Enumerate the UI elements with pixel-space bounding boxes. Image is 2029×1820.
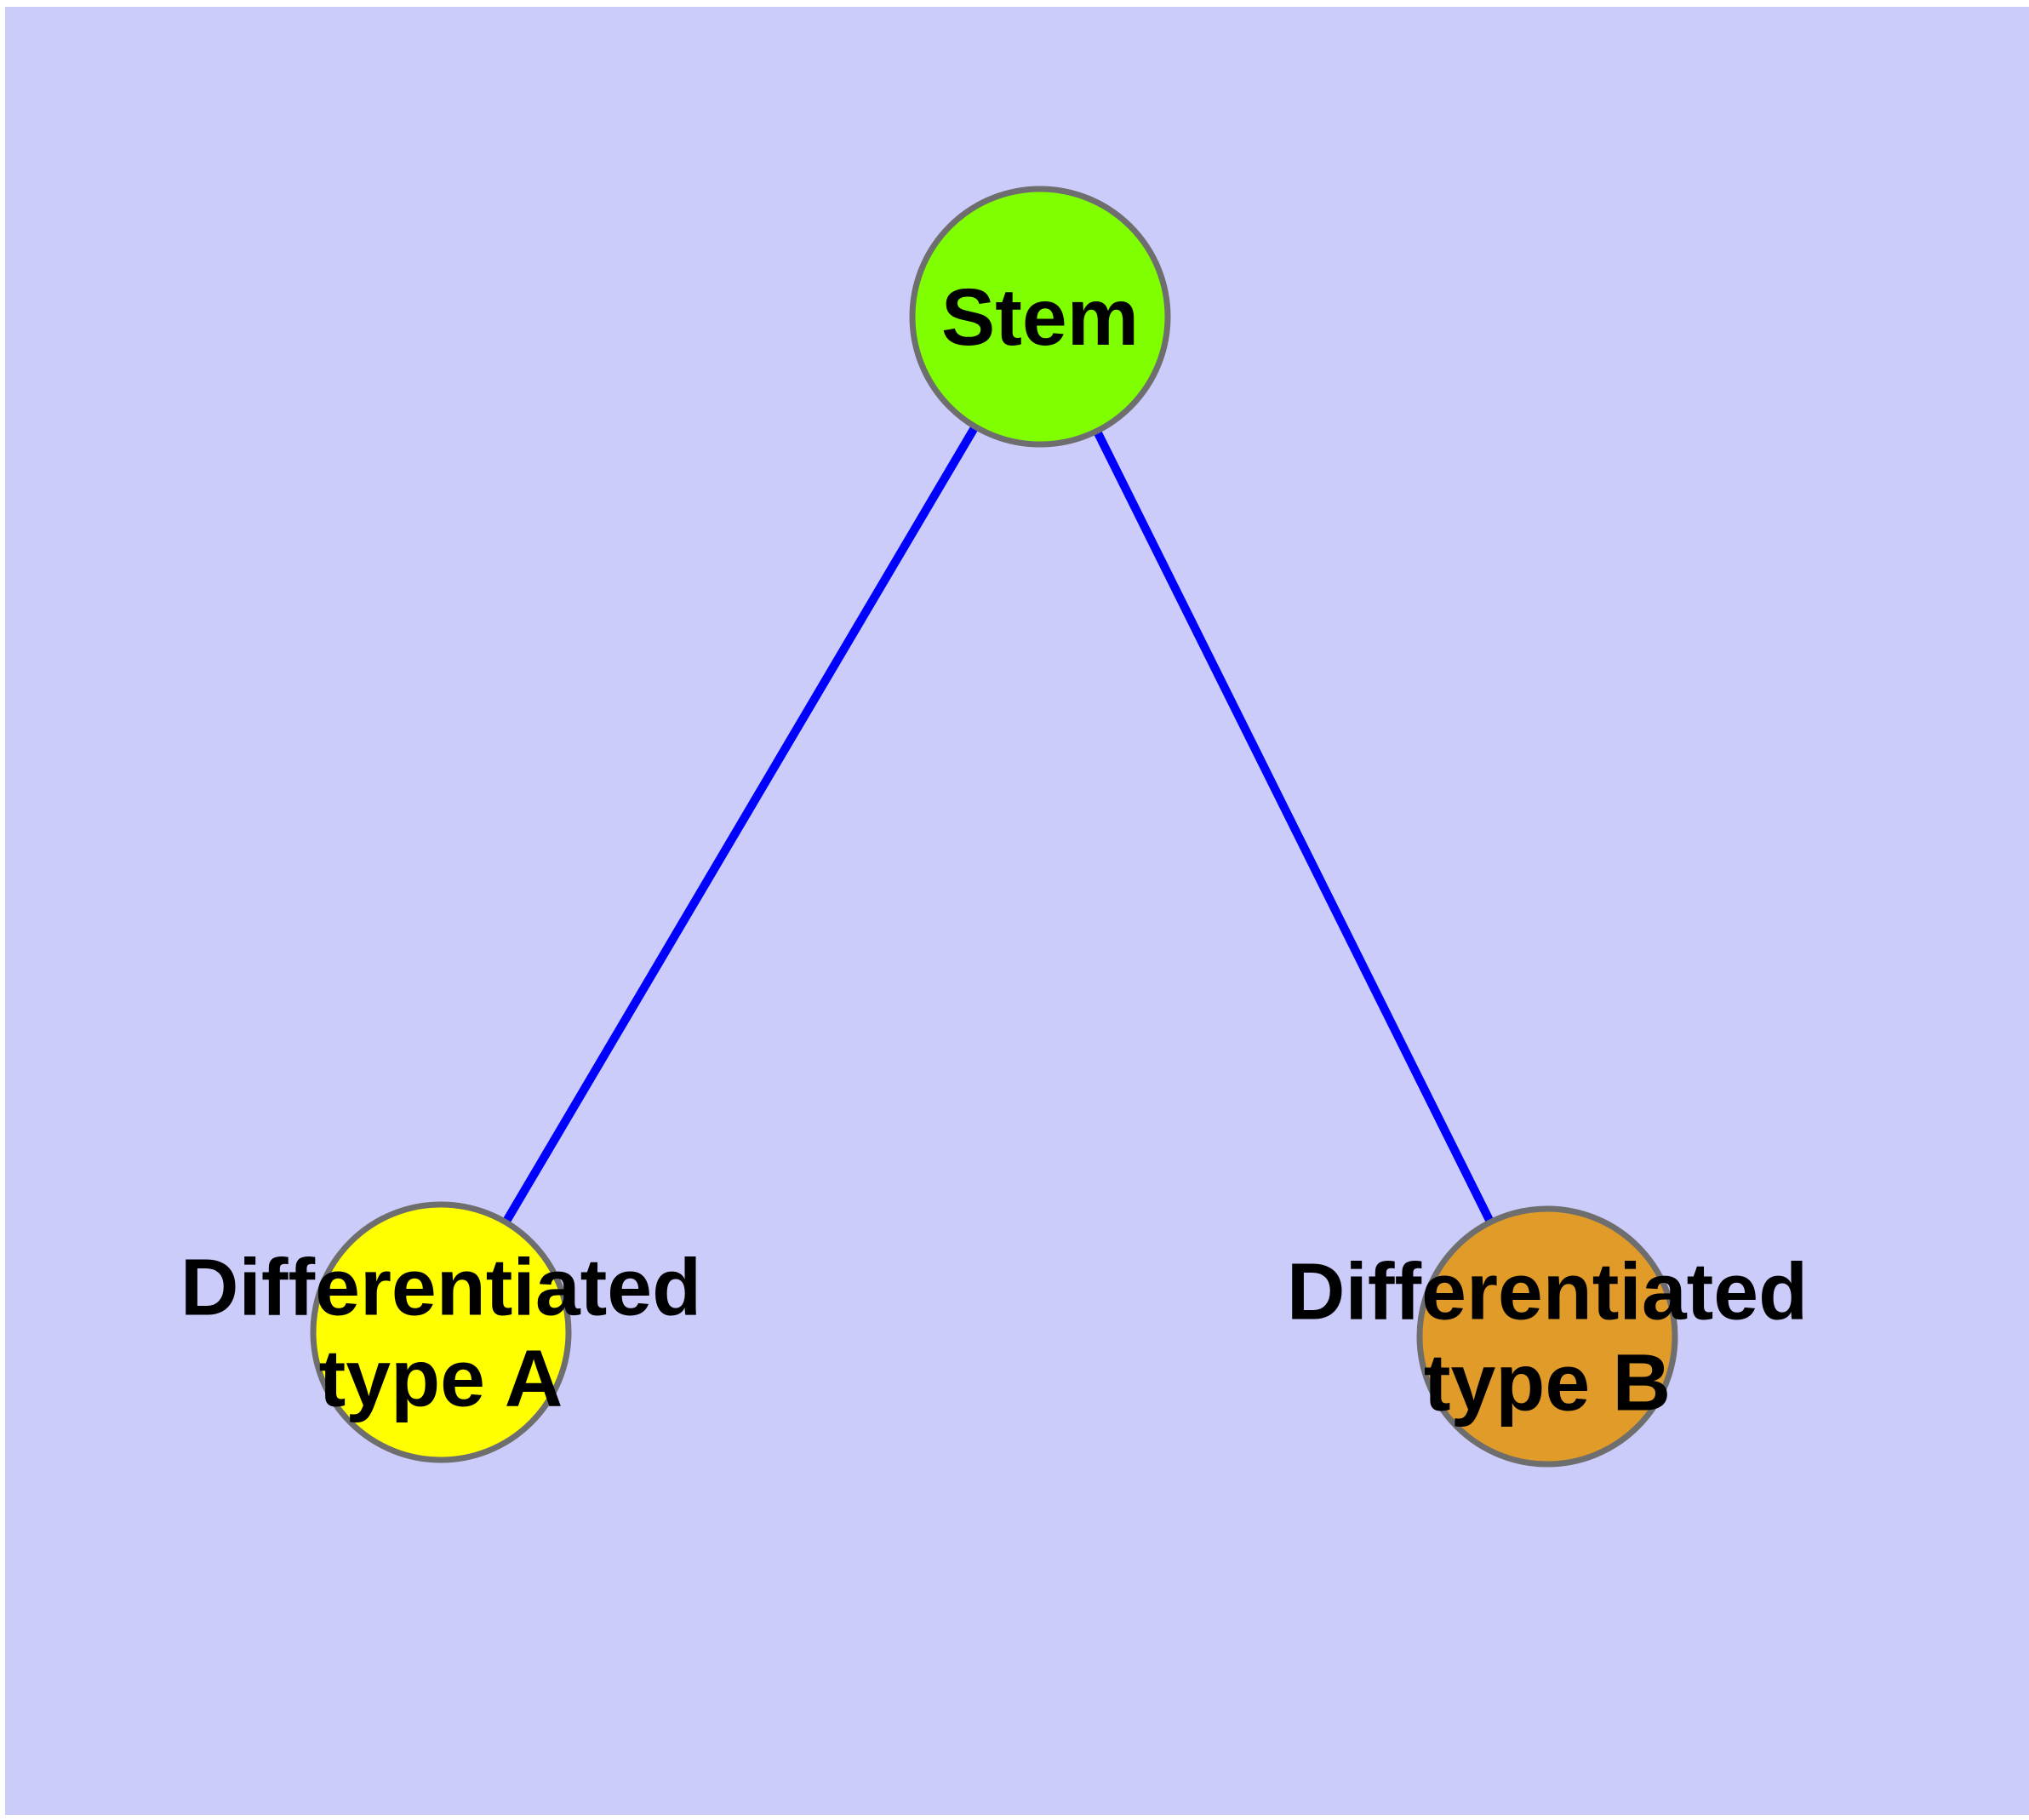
node-circle-differentiated-type-a[interactable] xyxy=(310,1201,572,1463)
node-label-stem: Stem xyxy=(941,272,1139,363)
node-label-differentiated-type-b-line2: type B xyxy=(1424,1338,1671,1428)
node-label-differentiated-type-a-line1: Differentiated xyxy=(180,1243,701,1333)
edge-stem-to-differentiated-type-b[interactable] xyxy=(1036,314,1552,1339)
node-label-differentiated-type-a-line2: type A xyxy=(319,1334,563,1424)
edge-stem-to-differentiated-type-a[interactable] xyxy=(437,314,1044,1335)
node-shape-layer xyxy=(310,186,1678,1468)
edge-layer xyxy=(437,314,1552,1339)
node-circle-differentiated-type-b[interactable] xyxy=(1416,1205,1678,1468)
node-label-layer: Stem Differentiated type A Differentiate… xyxy=(180,272,1808,1428)
node-circle-stem[interactable] xyxy=(909,186,1171,448)
node-label-differentiated-type-b-line1: Differentiated xyxy=(1287,1247,1808,1337)
